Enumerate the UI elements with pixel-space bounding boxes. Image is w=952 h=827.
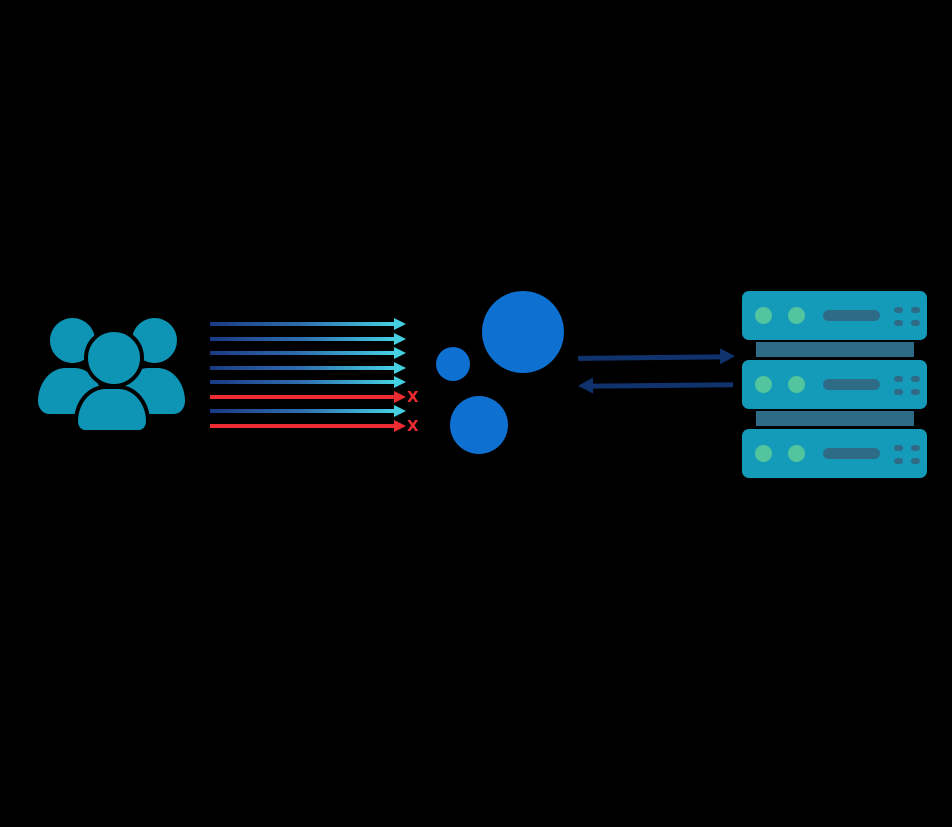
server-vent-dot bbox=[894, 458, 903, 464]
arrow-head-icon bbox=[394, 347, 406, 359]
server-vent-dot bbox=[894, 376, 903, 382]
server-unit bbox=[742, 360, 927, 409]
arrow-shaft bbox=[210, 395, 394, 399]
server-led-icon bbox=[788, 445, 805, 462]
arrow-shaft bbox=[210, 351, 394, 355]
server-vent-dot bbox=[911, 445, 920, 451]
server-unit bbox=[742, 291, 927, 340]
server-led-icon bbox=[788, 307, 805, 324]
arrow-head-icon bbox=[394, 333, 406, 345]
request-arrow-accepted bbox=[210, 404, 406, 418]
arrow-shaft bbox=[210, 424, 394, 428]
server-vent-slot bbox=[823, 379, 880, 390]
request-arrow-accepted bbox=[210, 375, 406, 389]
server-led-icon bbox=[788, 376, 805, 393]
server-led-icon bbox=[755, 307, 772, 324]
arrow-shaft bbox=[210, 322, 394, 326]
arrow-shaft bbox=[210, 337, 394, 341]
arrow-shaft bbox=[210, 380, 394, 384]
rejected-x-mark: X bbox=[407, 388, 419, 406]
arrow-head-icon bbox=[394, 391, 406, 403]
server-vent-dot bbox=[911, 376, 920, 382]
request-arrow-accepted bbox=[210, 317, 406, 331]
arrow-head-icon bbox=[394, 362, 406, 374]
server-vent-dot bbox=[911, 307, 920, 313]
user-body-icon bbox=[74, 385, 150, 434]
arrow-shaft bbox=[210, 409, 394, 413]
request-arrow-rejected bbox=[210, 419, 406, 433]
server-vent-dot bbox=[911, 320, 920, 326]
arrow-head-icon bbox=[719, 348, 736, 365]
server-unit bbox=[742, 429, 927, 478]
server-connector bbox=[756, 342, 914, 357]
rejected-x-mark: X bbox=[407, 417, 419, 435]
request-to-servers-arrow bbox=[577, 348, 736, 366]
server-led-icon bbox=[755, 376, 772, 393]
server-vent-slot bbox=[823, 310, 880, 321]
server-stack-icon bbox=[742, 291, 927, 478]
users-group-icon bbox=[38, 316, 185, 434]
server-vent-dot bbox=[894, 320, 903, 326]
arrow-shaft bbox=[591, 382, 734, 389]
arrow-head-icon bbox=[394, 318, 406, 330]
request-arrow-accepted bbox=[210, 332, 406, 346]
arrow-head-icon bbox=[394, 376, 406, 388]
arrow-head-icon bbox=[394, 420, 406, 432]
server-connector bbox=[756, 411, 914, 426]
arrow-shaft bbox=[577, 354, 722, 361]
server-led-icon bbox=[755, 445, 772, 462]
arrow-head-icon bbox=[577, 377, 594, 394]
response-from-servers-arrow bbox=[577, 376, 734, 394]
server-vent-slot bbox=[823, 448, 880, 459]
server-vent-dot bbox=[911, 389, 920, 395]
server-vent-dot bbox=[894, 445, 903, 451]
server-vent-dot bbox=[894, 307, 903, 313]
request-arrow-accepted bbox=[210, 346, 406, 360]
limiter-circle-large bbox=[482, 291, 564, 373]
user-head-icon bbox=[84, 328, 144, 388]
server-vent-dot bbox=[894, 389, 903, 395]
request-arrow-accepted bbox=[210, 361, 406, 375]
server-vent-dot bbox=[911, 458, 920, 464]
arrow-shaft bbox=[210, 366, 394, 370]
limiter-circle-small bbox=[436, 347, 470, 381]
request-arrow-rejected bbox=[210, 390, 406, 404]
arrow-head-icon bbox=[394, 405, 406, 417]
limiter-circle-medium bbox=[450, 396, 508, 454]
